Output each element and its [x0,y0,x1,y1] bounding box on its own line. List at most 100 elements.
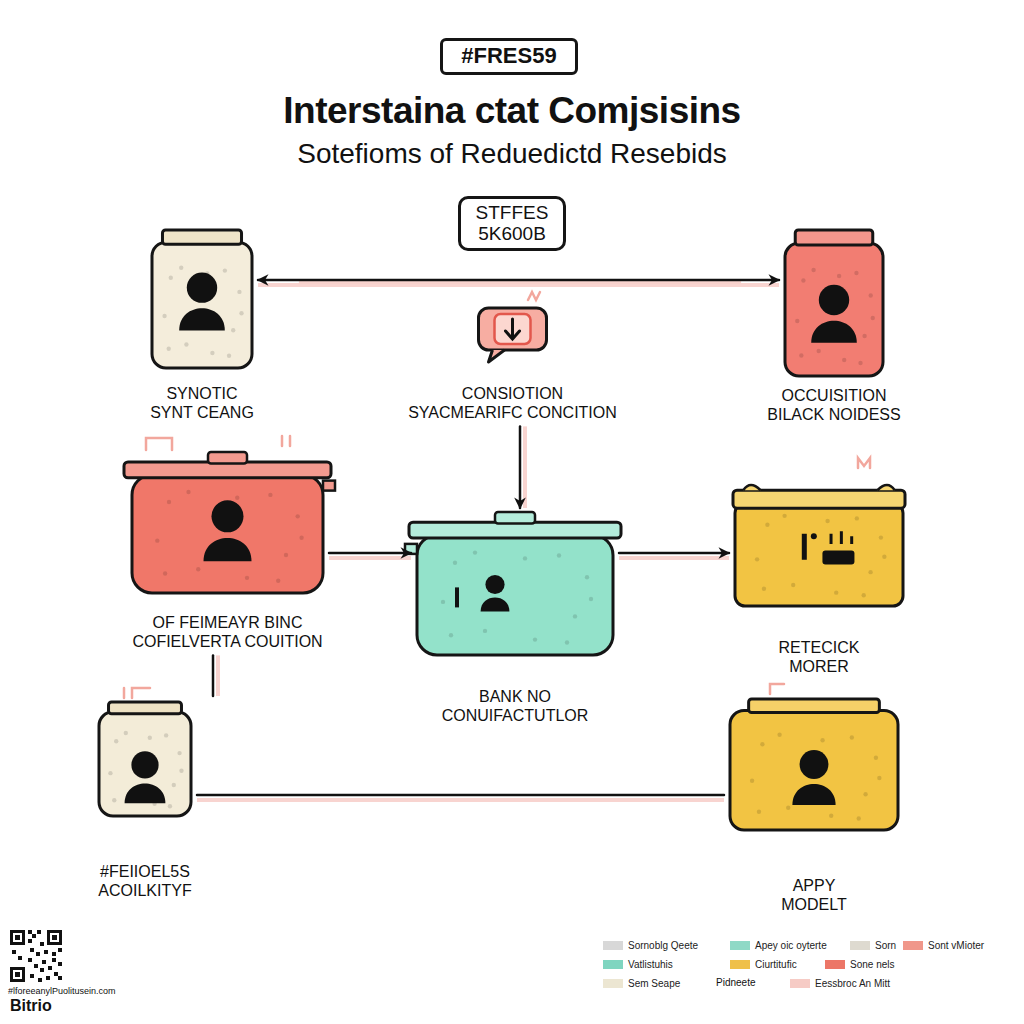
bubble-body [479,308,547,350]
legend-entry: Sone nels [825,959,894,970]
jar-body [785,243,883,376]
qr-module [12,950,16,954]
texture-dot [177,751,181,755]
texture-dot [449,633,453,637]
shape-area [415,512,615,657]
legend-text: Eessbroc An Mitt [815,978,890,989]
jar-lid [162,230,241,244]
person-body [481,598,510,612]
texture-dot [239,311,243,315]
qr-module [28,958,32,962]
texture-dot [877,776,881,780]
texture-dot [757,810,761,814]
qr-module [58,962,62,966]
shape-art [785,230,883,376]
texture-dot [765,523,769,527]
texture-dot [854,271,858,275]
texture-dot [184,342,188,346]
accent-mark [770,684,784,694]
texture-dot [276,579,280,583]
legend-text: Sone nels [850,959,894,970]
texture-dot [786,806,790,810]
qr-module [37,930,41,934]
connector-shadow [523,426,527,508]
legend-swatch [850,941,870,950]
texture-dot [227,354,231,358]
shape-area [385,306,640,358]
legend-swatch [730,960,750,969]
jar-outline [783,228,885,378]
node-text: STFFES 5K600B [465,202,559,245]
qr-finder-gap [13,970,22,979]
texture-dot [167,500,171,504]
qr-module [40,968,44,972]
connector-line [258,279,779,282]
tray-node: RETECICK MORER [733,480,905,676]
jar-node: SYNOTIC SYNT CEANG [150,228,254,422]
legend-text: Sont vMioter [928,940,984,951]
bubble-tail [489,350,505,362]
legend-swatch [603,941,623,950]
pot-outline [130,452,325,595]
pot-node: BANK NO CONUIFACTUTLOR [415,512,615,725]
bubble-inner [495,314,531,344]
qr-finder-gap [50,933,59,942]
connector-shadow [619,556,729,560]
qr-module [36,952,40,956]
texture-dot [750,779,754,783]
callout-bubble: CONSIOTION SYACMEARIFC CONCITION [385,306,640,422]
qr-code [10,930,62,982]
qr-module [52,958,56,962]
person-head [212,500,244,532]
texture-dot [863,792,867,796]
texture-dot [162,314,166,318]
texture-dot [842,358,846,362]
connector-line [519,426,522,508]
qr-finder-core [52,935,57,940]
jar-body [152,242,252,368]
texture-dot [782,514,786,518]
qr-finder [10,930,25,945]
shape-area [783,228,885,378]
legend-text: Sem Seape [628,978,680,989]
texture-dot [862,593,866,597]
texture-dot [868,570,872,574]
person-body [811,321,857,343]
texture-dot [882,555,886,559]
connector-line [619,552,729,555]
legend-entry: Sornoblg Qeete [603,940,698,951]
legend-text: Ciurtitufic [755,959,797,970]
texture-dot [589,597,593,601]
texture-dot [829,814,833,818]
qr-module [46,976,50,980]
texture-dot [760,742,764,746]
texture-dot [850,735,854,739]
tool-pot [822,550,854,564]
legend-entry: Sorn [850,940,896,951]
legend-swatch [790,979,810,988]
jar-lid [109,702,182,714]
qr-module [28,930,32,934]
node-label: SYNOTIC SYNT CEANG [147,384,257,422]
qr-finder [47,930,62,945]
accent-mark [282,436,290,446]
shape-art [152,230,252,368]
process-box: STFFES 5K600B [458,196,566,251]
subtitle: Sotefioms of Reduedictd Resebids [162,138,862,170]
texture-dot [237,290,241,294]
qr-background [10,930,62,982]
tray-body [735,503,903,606]
legend-entry: Sem Seape [603,978,680,989]
connector-shadow [216,655,220,696]
connector-shadow [258,283,779,287]
texture-dot [791,583,795,587]
connector-shadow [197,798,724,802]
pot-body [132,475,323,593]
qr-module [52,952,56,956]
node-label: APPY MODELT [769,876,859,914]
texture-dot [565,640,569,644]
qr-module [30,948,34,952]
tag-box: #FRES59 [440,38,578,75]
shape-area [733,480,905,608]
